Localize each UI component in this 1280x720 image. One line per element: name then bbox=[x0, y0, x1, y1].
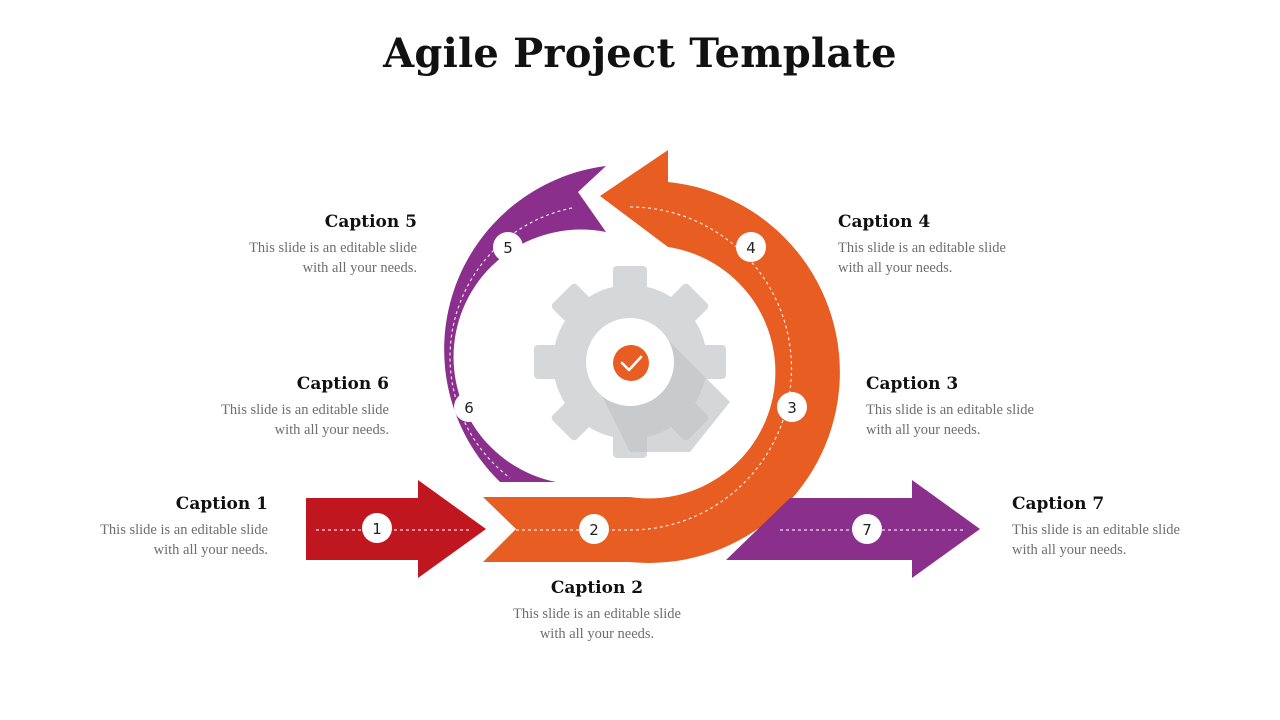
caption-block-6: Caption 6 This slide is an editable slid… bbox=[149, 374, 389, 440]
caption-text-5: This slide is an editable slide with all… bbox=[249, 240, 417, 276]
step-number-2: 2 bbox=[589, 521, 599, 539]
purple-arc-arrow bbox=[444, 166, 606, 482]
slide-title: Agile Project Template bbox=[383, 30, 897, 77]
step-number-6: 6 bbox=[464, 399, 474, 417]
caption-block-5: Caption 5 This slide is an editable slid… bbox=[177, 212, 417, 278]
caption-title-6: Caption 6 bbox=[296, 374, 389, 394]
step-marker-4: 4 bbox=[736, 232, 766, 262]
caption-title-2: Caption 2 bbox=[550, 578, 644, 598]
step-marker-2: 2 bbox=[579, 514, 609, 544]
caption-block-1: Caption 1 This slide is an editable slid… bbox=[28, 494, 268, 560]
checkmark-icon bbox=[613, 345, 649, 381]
caption-title-7: Caption 7 bbox=[1012, 494, 1105, 514]
caption-text-4: This slide is an editable slide with all… bbox=[838, 240, 1006, 276]
step-marker-5: 5 bbox=[493, 232, 523, 262]
step-marker-3: 3 bbox=[777, 392, 807, 422]
gear-icon bbox=[534, 266, 730, 458]
caption-title-3: Caption 3 bbox=[866, 374, 959, 394]
caption-title-5: Caption 5 bbox=[324, 212, 417, 232]
step-marker-7: 7 bbox=[852, 514, 882, 544]
step-number-5: 5 bbox=[503, 239, 513, 257]
step-marker-1: 1 bbox=[362, 513, 392, 543]
step-number-4: 4 bbox=[746, 239, 756, 257]
caption-title-1: Caption 1 bbox=[175, 494, 268, 514]
caption-block-7: Caption 7 This slide is an editable slid… bbox=[1012, 494, 1252, 560]
step-marker-6: 6 bbox=[454, 392, 484, 422]
caption-text-3: This slide is an editable slide with all… bbox=[866, 402, 1034, 438]
caption-text-6: This slide is an editable slide with all… bbox=[221, 402, 389, 438]
caption-block-3: Caption 3 This slide is an editable slid… bbox=[866, 374, 1106, 440]
caption-block-2: Caption 2 This slide is an editable slid… bbox=[477, 578, 717, 644]
caption-text-1: This slide is an editable slide with all… bbox=[100, 522, 268, 558]
caption-title-4: Caption 4 bbox=[838, 212, 931, 232]
step-number-3: 3 bbox=[787, 399, 797, 417]
step-number-1: 1 bbox=[372, 520, 382, 538]
step-number-7: 7 bbox=[862, 521, 872, 539]
red-start-arrow bbox=[306, 480, 486, 578]
caption-text-2: This slide is an editable slide with all… bbox=[513, 606, 681, 642]
caption-block-4: Caption 4 This slide is an editable slid… bbox=[838, 212, 1078, 278]
caption-text-7: This slide is an editable slide with all… bbox=[1012, 522, 1180, 558]
